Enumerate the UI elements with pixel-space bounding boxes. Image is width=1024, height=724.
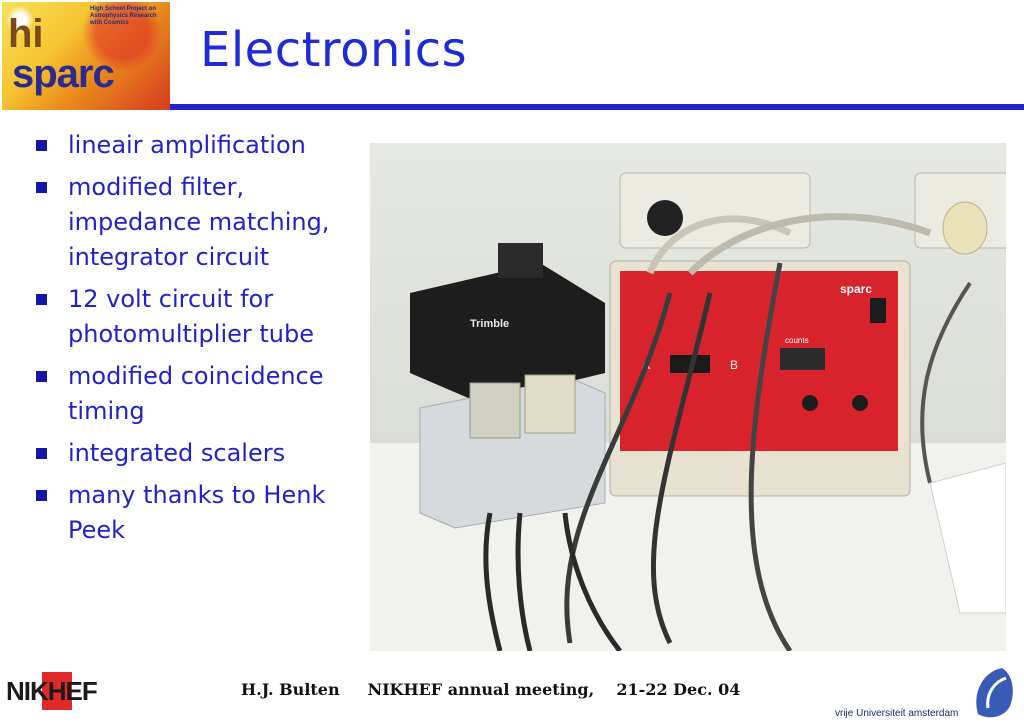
bullet-square-icon xyxy=(36,371,47,382)
bullet-square-icon xyxy=(36,182,47,193)
hisparc-logo: High School Project on Astrophysics Rese… xyxy=(2,2,170,110)
serial-connector-left xyxy=(469,382,521,439)
cable-black-3 xyxy=(748,262,793,651)
logo-subtitle-line: with Cosmics xyxy=(90,20,129,26)
bullet-text: 12 volt circuit for photomultiplier tube xyxy=(68,285,315,348)
bullet-text: lineair amplification xyxy=(68,131,306,159)
cable-black-2 xyxy=(650,292,713,645)
bullet-text: modified filter, impedance matching, int… xyxy=(68,173,330,271)
bullet-square-icon xyxy=(36,140,47,151)
vu-griffin-wing xyxy=(986,676,1007,709)
logo-subtitle: High School Project on Astrophysics Rese… xyxy=(90,6,168,27)
vu-griffin-body xyxy=(976,668,1013,718)
trimble-label: Trimble xyxy=(470,318,509,330)
trimble-box xyxy=(410,263,605,403)
counts-label: counts xyxy=(785,336,809,345)
serial-connector-right xyxy=(524,374,576,434)
cable-bnc-3 xyxy=(562,512,622,651)
knob-left xyxy=(802,395,818,411)
bullet-item: many thanks to Henk Peek xyxy=(36,478,366,548)
trimble-antenna-mount xyxy=(498,243,543,278)
cable-bnc-1 xyxy=(483,512,503,651)
bullet-text: many thanks to Henk Peek xyxy=(68,481,326,544)
title-rule xyxy=(170,104,1024,110)
nikhef-logo: NIKHEF xyxy=(4,670,114,714)
vu-griffin-icon xyxy=(976,668,1013,718)
logo-subtitle-line: High School Project on xyxy=(90,6,157,12)
panel-b-label: B xyxy=(730,358,738,372)
bullet-square-icon xyxy=(36,490,47,501)
logo-wordmark-sparc: sparc xyxy=(12,52,115,96)
electronics-photo-drawing: Trimble sparc counts A B xyxy=(370,172,1006,651)
paper-sheet xyxy=(929,462,1006,614)
bullet-item: 12 volt circuit for photomultiplier tube xyxy=(36,282,366,352)
counts-display xyxy=(780,348,825,370)
bullet-item: modified coincidence timing xyxy=(36,359,366,429)
hisparc-front-panel xyxy=(620,271,898,451)
bullet-item: lineair amplification xyxy=(36,128,366,163)
bullet-text: integrated scalers xyxy=(68,439,286,467)
logo-burst xyxy=(2,2,170,110)
nikhef-logo-shape xyxy=(42,672,72,710)
logo-subtitle-line: Astrophysics Research xyxy=(90,13,157,19)
footer-text: H.J. Bulten NIKHEF annual meeting, 21-22… xyxy=(241,680,741,699)
wall-socket-strip xyxy=(619,172,811,249)
cable-black-1 xyxy=(564,292,673,644)
panel-sparc-label: sparc xyxy=(840,282,872,296)
bullet-square-icon xyxy=(36,448,47,459)
cable-grey-top-2 xyxy=(687,213,932,276)
bullet-square-icon xyxy=(36,294,47,305)
cable-bnc-2 xyxy=(515,512,533,651)
bullet-list: lineair amplification modified filter, i… xyxy=(36,128,366,555)
bullet-text: modified coincidence timing xyxy=(68,362,324,425)
vu-wordmark: vrije Universiteit amsterdam xyxy=(835,708,959,719)
cable-right xyxy=(920,281,972,484)
bullet-item: modified filter, impedance matching, int… xyxy=(36,170,366,275)
socket-plug xyxy=(647,200,683,236)
plug-beige xyxy=(942,201,988,255)
nikhef-letters: NIKHEF xyxy=(6,676,98,706)
knob-right xyxy=(852,395,868,411)
electronics-photo: Trimble sparc counts A B xyxy=(370,143,1006,651)
logo-wordmark-hi: hi xyxy=(8,12,44,56)
bullet-item: integrated scalers xyxy=(36,436,366,471)
slide-title: Electronics xyxy=(200,22,468,78)
nikhef-red-block xyxy=(42,672,72,710)
power-switch xyxy=(870,298,886,323)
